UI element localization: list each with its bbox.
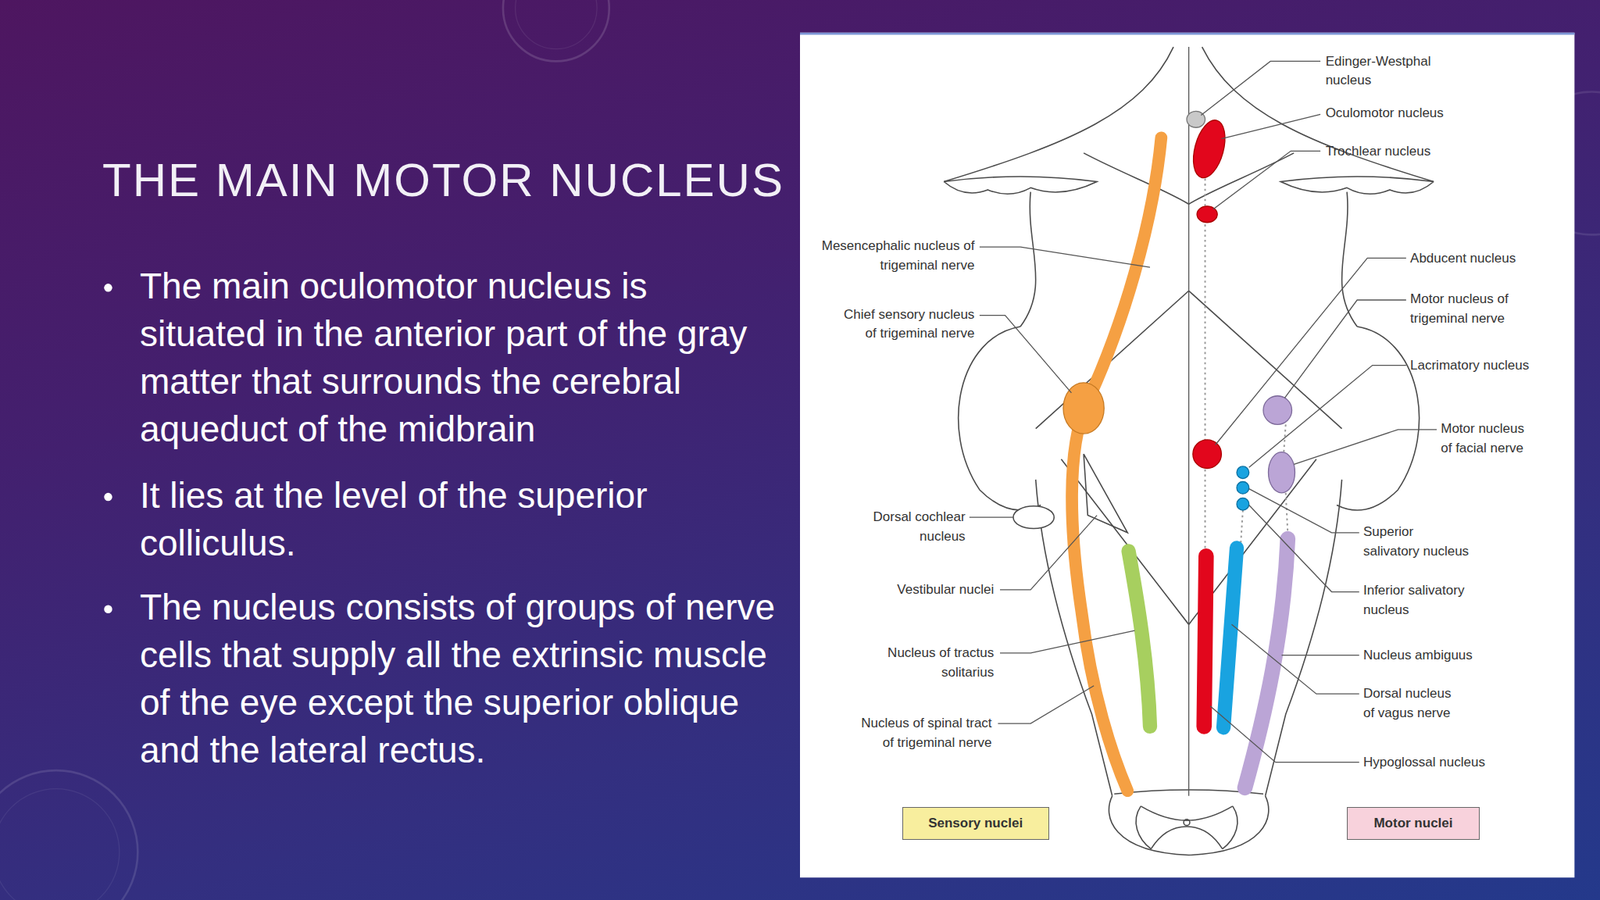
leader-line	[1200, 60, 1321, 115]
leader-line	[1249, 489, 1360, 533]
nucleus-label: Vestibular nuclei	[896, 580, 994, 600]
bullet-text: The nucleus consists of groups of nerve …	[139, 583, 789, 775]
leader-line	[979, 315, 1072, 393]
figure-panel	[800, 32, 1575, 878]
nucleus-label: Motor nucleus of facial nerve	[1440, 419, 1533, 459]
bullet-text: It lies at the level of the superior col…	[139, 471, 765, 568]
leader-line	[1221, 114, 1321, 139]
nucleus-label: Dorsal cochlear nucleus	[853, 507, 966, 547]
dotted-column-line	[1285, 492, 1289, 533]
bullet-text: The main oculomotor nucleus is situated …	[139, 262, 765, 454]
leader-line	[997, 685, 1094, 724]
gray-matter-outline	[1222, 806, 1238, 850]
slide-title: THE MAIN MOTOR NUCLEUS	[102, 157, 785, 204]
pons-lobe	[958, 326, 1042, 511]
brainstem-outline	[1020, 192, 1036, 327]
legend-swatch: Motor nuclei	[1346, 807, 1480, 840]
dotted-column-line	[1240, 510, 1243, 543]
gray-matter-outline	[1150, 826, 1222, 850]
salivatory-shape	[1236, 466, 1250, 479]
nucleus-label: Abducent nucleus	[1410, 249, 1516, 269]
gray-matter-outline	[1140, 806, 1233, 821]
bullet-dot	[103, 605, 112, 614]
leader-line	[1281, 654, 1359, 656]
dotted-column-line	[1204, 178, 1207, 552]
bullet-dot	[103, 283, 112, 292]
bullet-dot	[103, 492, 112, 501]
nucleus-label: Motor nucleus of trigeminal nerve	[1410, 289, 1533, 329]
nucleus-label: Hypoglossal nucleus	[1363, 753, 1486, 773]
trigeminal-sensory-column	[1071, 137, 1161, 791]
leader-line	[1293, 429, 1437, 465]
spinal-cord-outline	[1108, 796, 1268, 856]
trigeminal-motor-shape	[1263, 396, 1293, 425]
leader-line	[979, 246, 1150, 268]
legend-text: Sensory nuclei	[928, 815, 1023, 832]
peduncle-outline	[943, 176, 1097, 194]
salivatory-shape	[1236, 497, 1250, 511]
pons-lobe	[1336, 326, 1420, 511]
nucleus-label: Nucleus of spinal tract of trigeminal ne…	[853, 714, 992, 754]
nucleus-label: Nucleus ambiguus	[1363, 646, 1473, 666]
nucleus-label: Superior salivatory nucleus	[1363, 522, 1472, 562]
leader-line	[1213, 150, 1321, 209]
legend-text: Motor nuclei	[1373, 815, 1453, 832]
nucleus-label: Nucleus of tractus solitarius	[866, 643, 994, 683]
leader-line	[1249, 505, 1360, 593]
brainstem-outline	[943, 46, 1174, 182]
vagus-dorsal-shape	[1223, 547, 1237, 728]
vestibular-area	[1083, 453, 1128, 533]
nucleus-label: Inferior salivatory nucleus	[1363, 581, 1472, 621]
leader-line	[1000, 515, 1097, 590]
peduncle-outline	[1280, 176, 1434, 194]
ventricle-floor-line	[1035, 290, 1190, 429]
ambiguus-shape	[1244, 539, 1288, 789]
nucleus-label: Lacrimatory nucleus	[1410, 356, 1529, 376]
decor-arc	[0, 770, 138, 900]
salivatory-shape	[1236, 481, 1250, 494]
panel-edge	[800, 32, 1575, 36]
cochlear-outline	[1013, 506, 1054, 529]
solitary-nucleus-shape	[1128, 550, 1150, 727]
decor-arc	[515, 0, 597, 50]
ventricle-floor-line	[1189, 290, 1343, 429]
leader-line	[1249, 365, 1407, 468]
leader-line	[1000, 630, 1135, 654]
dotted-column-line	[1283, 424, 1286, 454]
gray-matter-outline	[1135, 806, 1151, 850]
brainstem-outline	[1341, 192, 1358, 327]
nucleus-label: Oculomotor nucleus	[1325, 103, 1444, 124]
nucleus-label: Chief sensory nucleus of trigeminal nerv…	[836, 305, 975, 345]
leader-line	[1284, 300, 1406, 398]
oculomotor-shape	[1187, 116, 1231, 182]
central-canal	[1183, 819, 1190, 826]
leader-line	[969, 517, 1014, 518]
nucleus-label: Dorsal nucleus of vagus nerve	[1363, 684, 1458, 724]
leader-line	[1231, 624, 1359, 694]
nucleus-label: Mesencephalic nucleus of trigeminal nerv…	[821, 236, 975, 276]
nucleus-label: Trochlear nucleus	[1325, 142, 1432, 162]
abducent-shape	[1192, 439, 1222, 469]
facial-motor-shape	[1268, 452, 1296, 493]
leader-line	[1210, 706, 1360, 763]
decor-arc	[503, 0, 610, 61]
midline	[1188, 46, 1190, 797]
decor-arc	[0, 789, 120, 900]
nucleus-label: Edinger-Westphal nucleus	[1325, 52, 1457, 92]
legend-swatch: Sensory nuclei	[902, 807, 1050, 840]
hypoglossal-shape	[1203, 556, 1207, 727]
